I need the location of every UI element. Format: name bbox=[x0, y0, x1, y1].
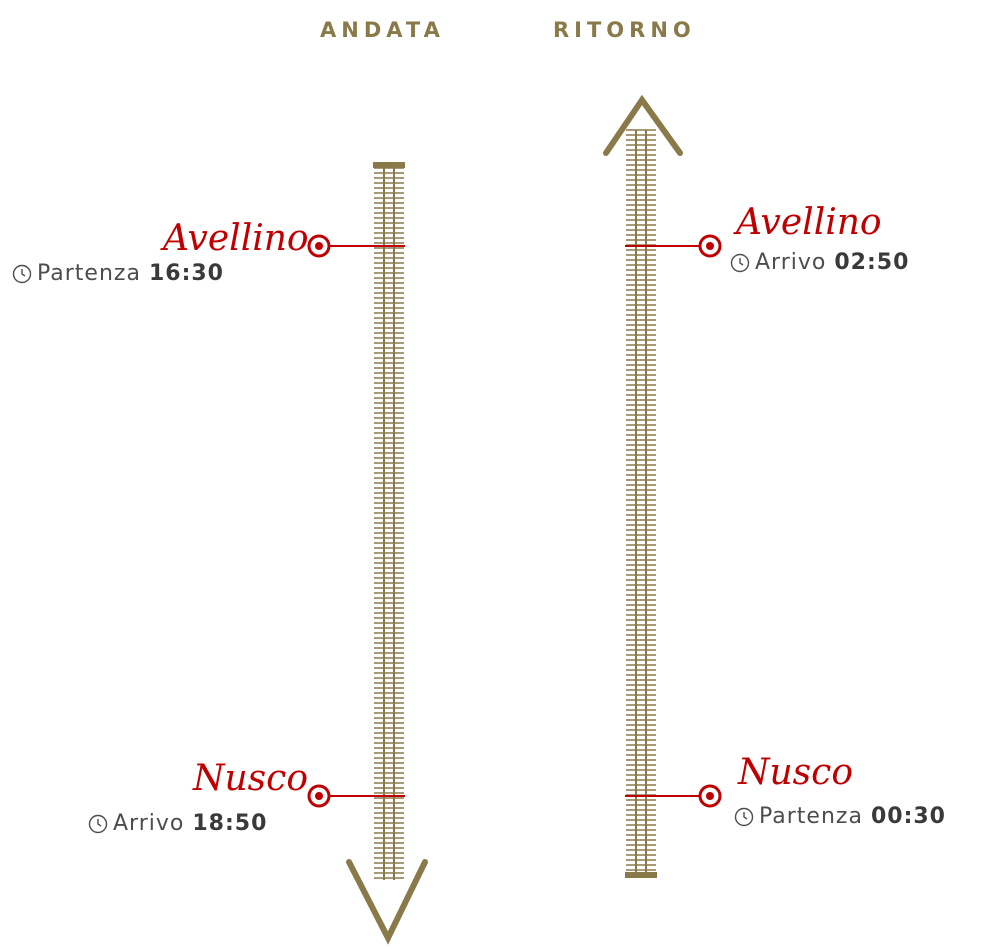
arrow-up-icon bbox=[603, 94, 683, 156]
andata-arrival-time: Arrivo 18:50 bbox=[88, 811, 267, 836]
andata-departure-label: Partenza bbox=[37, 261, 141, 286]
arrow-down-icon bbox=[346, 859, 428, 945]
andata-arrival-label: Arrivo bbox=[113, 811, 185, 836]
andata-arrival-city: Nusco bbox=[193, 758, 308, 799]
clock-icon bbox=[734, 807, 754, 826]
station-marker-dot bbox=[315, 792, 323, 800]
ritorno-arrival-city: Avellino bbox=[736, 202, 882, 243]
andata-departure-time: Partenza 16:30 bbox=[12, 261, 224, 286]
andata-railway-track bbox=[373, 162, 405, 880]
ritorno-arrival-hour: 02:50 bbox=[834, 250, 910, 275]
clock-icon bbox=[88, 814, 108, 833]
andata-heading: ANDATA bbox=[320, 18, 445, 42]
ritorno-departure-city: Nusco bbox=[738, 752, 853, 793]
ritorno-arrival-time: Arrivo 02:50 bbox=[730, 250, 909, 275]
ritorno-departure-hour: 00:30 bbox=[870, 804, 946, 829]
andata-departure-hour: 16:30 bbox=[148, 261, 224, 286]
ritorno-heading: RITORNO bbox=[553, 18, 696, 42]
ritorno-arrival-label: Arrivo bbox=[755, 250, 827, 275]
station-marker-dot bbox=[706, 242, 714, 250]
clock-icon bbox=[12, 264, 32, 283]
station-marker-dot bbox=[706, 792, 714, 800]
ritorno-railway-track bbox=[625, 129, 657, 878]
andata-arrival-hour: 18:50 bbox=[192, 811, 268, 836]
ritorno-departure-time: Partenza 00:30 bbox=[734, 804, 946, 829]
track-end bbox=[373, 162, 405, 168]
andata-departure-city: Avellino bbox=[163, 218, 309, 259]
station-marker-dot bbox=[315, 242, 323, 250]
ritorno-departure-label: Partenza bbox=[759, 804, 863, 829]
track-end bbox=[625, 872, 657, 878]
clock-icon bbox=[730, 253, 750, 272]
